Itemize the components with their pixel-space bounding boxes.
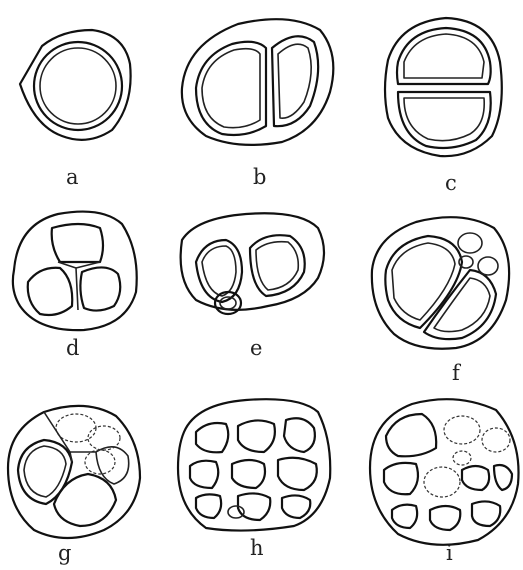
panel-b: b — [182, 19, 333, 189]
panel-c: c — [385, 18, 502, 195]
panel-h-cell-7 — [196, 494, 221, 518]
panel-i-cell-4 — [384, 463, 418, 494]
panel-d-caption: d — [66, 336, 79, 360]
panel-i-caption: i — [446, 541, 453, 565]
panel-e-small-cell — [215, 292, 241, 314]
panel-e-cell-right-inner — [256, 242, 298, 290]
panel-f-cell-large-1 — [385, 236, 462, 328]
panel-h-cell-5 — [232, 460, 265, 488]
panel-f-cell-large-1-inner — [392, 243, 455, 320]
panel-c-caption: c — [445, 171, 457, 195]
panel-i-outer-wall — [370, 399, 519, 545]
panel-i-cell-1 — [386, 414, 436, 456]
panel-g-cell-1-inner — [24, 446, 66, 497]
panel-d-outer-wall — [13, 212, 137, 331]
panel-a-cell — [34, 42, 122, 130]
panel-g-cell-5 — [88, 426, 120, 450]
panel-d-cell-top — [52, 224, 103, 262]
panel-a: a — [20, 30, 131, 189]
panel-g-outer-wall — [8, 406, 140, 538]
panel-h-cell-6 — [278, 458, 317, 490]
panel-e-caption: e — [250, 336, 262, 360]
panel-g-cell-2 — [54, 474, 116, 526]
panel-i-cell-10 — [472, 501, 500, 526]
panel-h-cell-3 — [284, 418, 315, 452]
panel-c-cell-top — [397, 28, 491, 84]
panel-b-caption: b — [253, 165, 266, 189]
panel-i-cell-2 — [444, 416, 480, 444]
panel-h-cell-9 — [282, 495, 310, 518]
panel-i-cell-11 — [453, 451, 471, 465]
panel-g: g — [8, 406, 140, 565]
panel-e-cell-right — [250, 235, 305, 296]
panel-e: e — [181, 213, 324, 360]
panel-i-cell-5 — [424, 467, 460, 497]
panel-d: d — [13, 212, 137, 360]
panel-i-cell-8 — [392, 505, 417, 528]
panel-f-small-cell-1 — [458, 233, 482, 253]
panel-b-cell-1 — [196, 42, 266, 135]
panel-g-caption: g — [58, 541, 71, 565]
panel-a-cell-inner — [40, 48, 116, 124]
panel-d-cell-right — [80, 267, 120, 310]
panel-f-caption: f — [452, 361, 462, 385]
panel-g-cell-4 — [56, 414, 96, 442]
panel-c-cell-top-inner — [404, 34, 484, 78]
panel-a-caption: a — [66, 165, 79, 189]
panel-i-cell-3 — [482, 428, 510, 452]
panel-h-caption: h — [250, 536, 264, 560]
panel-i-cell-7 — [494, 465, 512, 490]
panel-b-cell-2-inner — [278, 44, 311, 118]
panel-h-cell-1 — [196, 423, 228, 452]
panel-h-cell-4 — [190, 461, 218, 488]
panel-c-outer-wall — [385, 18, 502, 156]
panel-f: f — [372, 217, 509, 385]
panel-e-cell-left-inner — [202, 246, 236, 296]
panel-h: h — [178, 399, 330, 560]
panel-c-cell-bottom — [398, 92, 491, 148]
panel-d-cell-left — [28, 268, 73, 315]
panel-i-cell-9 — [430, 506, 460, 530]
panel-h-cell-10 — [228, 506, 244, 518]
panel-b-cell-1-inner — [202, 49, 260, 128]
panel-i: i — [370, 399, 519, 565]
panel-f-small-cell-2 — [478, 257, 498, 275]
panel-i-cell-6 — [462, 466, 489, 490]
panel-h-cell-2 — [238, 420, 275, 452]
panel-c-cell-bottom-inner — [404, 98, 484, 141]
